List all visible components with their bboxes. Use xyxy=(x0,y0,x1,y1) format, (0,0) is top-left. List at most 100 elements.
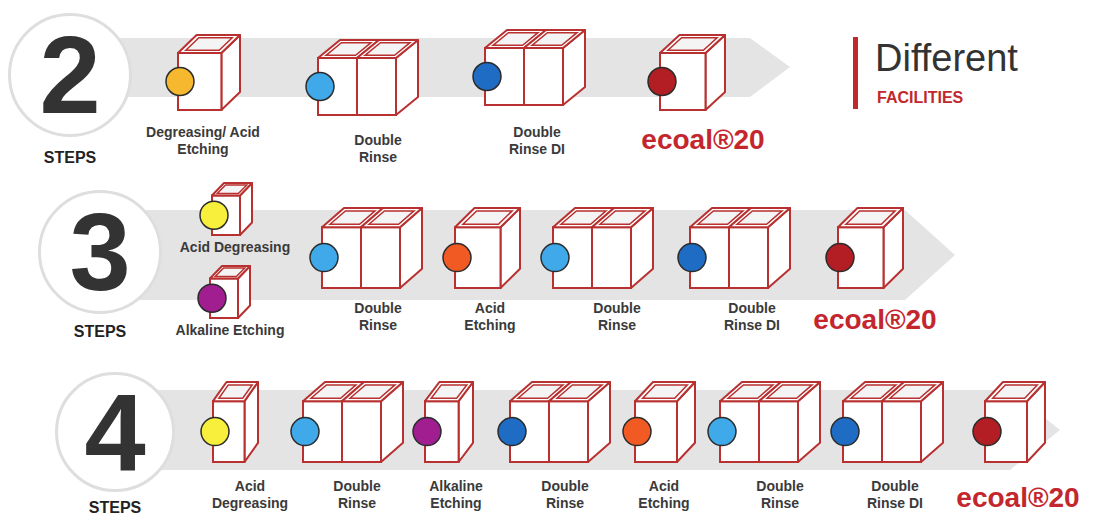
tank-front xyxy=(729,227,768,288)
step-label: Double Rinse xyxy=(317,478,397,512)
process-tank: Alkaline Etching xyxy=(425,382,473,462)
chemical-dot xyxy=(291,418,319,446)
tank-top xyxy=(361,208,422,227)
tank-front xyxy=(592,227,631,288)
tank-opening xyxy=(219,385,252,398)
process-tank: Acid Etching xyxy=(455,208,520,288)
chemical-dot xyxy=(623,418,651,446)
steps-caption: STEPS xyxy=(8,148,132,168)
tank-front xyxy=(357,58,396,115)
circle-ring: 2 xyxy=(8,13,132,137)
final-tank: ecoal®20 xyxy=(838,208,903,288)
tank-top xyxy=(838,208,903,227)
tank-top xyxy=(985,382,1045,401)
tank-opening xyxy=(643,385,688,398)
brand-logo: ecoal®20 xyxy=(943,482,1093,514)
tank-icon xyxy=(210,266,250,318)
step-label: Double Rinse xyxy=(525,478,605,512)
process-tank: Double Rinse DI xyxy=(690,208,790,288)
chemical-dot xyxy=(310,244,338,272)
step-count-circle: 4STEPS xyxy=(55,372,175,492)
step-label: Double Rinse DI xyxy=(712,300,792,334)
tank-top xyxy=(524,30,585,48)
tank-top xyxy=(759,382,820,401)
tank-top xyxy=(425,382,473,401)
step-number: 4 xyxy=(84,377,145,487)
tank-icon xyxy=(318,40,418,115)
tank-icon xyxy=(635,382,695,462)
tank-opening xyxy=(557,385,602,398)
process-tank: Double Rinse xyxy=(303,382,403,462)
tank-icon xyxy=(322,208,422,288)
tank-top xyxy=(882,382,943,401)
chemical-dot xyxy=(708,418,736,446)
tank-icon xyxy=(838,208,903,288)
step-label: Alkaline Etching xyxy=(160,322,300,339)
chemical-dot xyxy=(826,244,854,272)
step-label: Acid Etching xyxy=(624,478,704,512)
step-label: Acid Degreasing xyxy=(165,239,305,256)
chemical-dot xyxy=(198,284,226,312)
tank-opening xyxy=(993,385,1038,398)
chemical-dot xyxy=(166,68,194,96)
tank-opening xyxy=(215,268,245,277)
chemical-dot xyxy=(973,418,1001,446)
tank-opening xyxy=(365,43,410,56)
chemical-dot xyxy=(473,63,501,91)
step-label: Double Rinse xyxy=(338,132,418,166)
step-count-circle: 3STEPS xyxy=(38,190,162,314)
tank-opening xyxy=(350,385,395,398)
chemical-dot xyxy=(831,418,859,446)
chemical-dot xyxy=(648,68,676,96)
circle-ring: 4 xyxy=(55,372,175,492)
tank-front xyxy=(342,401,381,462)
step-label: Acid Degreasing xyxy=(205,478,295,512)
chemical-dot xyxy=(678,244,706,272)
process-tank: Double Rinse xyxy=(720,382,820,462)
accent-bar xyxy=(853,37,858,109)
tank-top xyxy=(635,382,695,401)
tank-opening xyxy=(890,385,935,398)
tank-front xyxy=(361,227,400,288)
final-tank: ecoal®20 xyxy=(660,35,725,110)
chemical-dot xyxy=(306,73,334,101)
tank-icon xyxy=(720,382,820,462)
process-tank: Degreasing/ Acid Etching xyxy=(178,35,240,110)
process-tank: Acid Etching xyxy=(635,382,695,462)
tank-icon xyxy=(985,382,1045,462)
tank-icon xyxy=(510,382,610,462)
chemical-dot xyxy=(498,418,526,446)
tank-top xyxy=(212,183,252,196)
process-tank: Double Rinse xyxy=(322,208,422,288)
tank-top xyxy=(729,208,790,227)
tank-icon xyxy=(553,208,653,288)
tank-opening xyxy=(668,38,717,51)
step-number: 3 xyxy=(69,197,130,307)
tank-top xyxy=(455,208,520,227)
tank-icon xyxy=(485,30,585,105)
tank-top xyxy=(213,382,258,401)
tank-opening xyxy=(737,211,782,224)
heading-subtext: FACILITIES xyxy=(877,88,963,108)
tank-top xyxy=(357,40,418,58)
steps-caption: STEPS xyxy=(55,498,175,518)
heading-text: Different xyxy=(875,36,1018,80)
process-tank: Double Rinse xyxy=(553,208,653,288)
tank-icon xyxy=(303,382,403,462)
chemical-dot xyxy=(201,418,229,446)
process-tank: Double Rinse DI xyxy=(843,382,943,462)
brand-logo: ecoal®20 xyxy=(795,304,955,336)
tank-top xyxy=(549,382,610,401)
tank-opening xyxy=(369,211,414,224)
tank-opening xyxy=(532,33,577,46)
process-tank: Acid Degreasing xyxy=(213,382,258,462)
process-tank: Alkaline Etching xyxy=(210,266,250,318)
process-tank: Acid Degreasing xyxy=(212,183,252,235)
step-count-circle: 2STEPS xyxy=(8,13,132,137)
tank-opening xyxy=(217,185,247,194)
tank-icon xyxy=(455,208,520,288)
tank-icon xyxy=(843,382,943,462)
tank-icon xyxy=(690,208,790,288)
tank-opening xyxy=(846,211,895,224)
tank-opening xyxy=(463,211,512,224)
